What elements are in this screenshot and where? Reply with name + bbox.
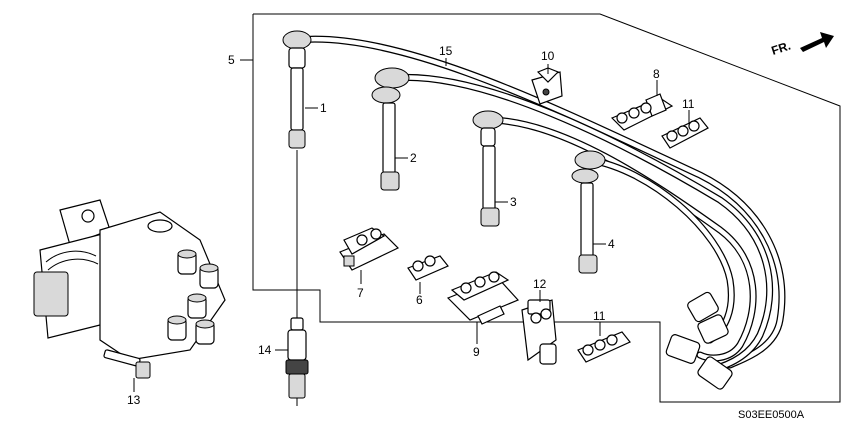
leader-lines — [133, 58, 690, 392]
callout-11-lower: 11 — [593, 309, 606, 323]
clamp-12 — [521, 299, 557, 365]
ignition-wire-4 — [571, 150, 606, 274]
ignition-wire-1 — [282, 30, 312, 318]
callout-1: 1 — [320, 101, 327, 115]
holder-11-upper — [661, 117, 709, 149]
holder-11-lower — [577, 331, 631, 363]
diagram-code: S03EE0500A — [738, 409, 805, 421]
callout-15: 15 — [439, 44, 453, 58]
bolt-13 — [103, 349, 151, 379]
distributor — [33, 199, 226, 361]
clamp-10 — [531, 67, 563, 105]
callout-2: 2 — [410, 151, 417, 165]
callout-10: 10 — [541, 49, 555, 63]
callout-9: 9 — [473, 345, 480, 359]
callout-7: 7 — [357, 286, 364, 300]
callout-6: 6 — [416, 293, 423, 307]
spark-plug — [285, 317, 309, 406]
callout-3: 3 — [510, 195, 517, 209]
callout-5: 5 — [228, 53, 235, 67]
ignition-wire-2 — [371, 67, 410, 191]
callout-11-upper: 11 — [682, 97, 695, 111]
ignition-wire-set — [293, 35, 786, 374]
ignition-wire-3 — [472, 110, 504, 227]
callout-4: 4 — [608, 237, 615, 251]
callout-8: 8 — [653, 67, 660, 81]
bracket-9 — [446, 271, 520, 325]
front-label: FR. — [770, 39, 793, 58]
distributor-boots — [665, 291, 733, 390]
callout-labels: 1 2 3 4 5 6 7 8 9 10 11 11 12 13 14 15 — [127, 44, 695, 407]
arrow-icon — [800, 32, 834, 52]
callout-13: 13 — [127, 393, 141, 407]
kit-boundary — [240, 13, 841, 403]
holder-7 — [339, 227, 400, 271]
front-indicator: FR. — [770, 32, 834, 58]
holder-6 — [407, 255, 449, 281]
holder-8 — [610, 93, 674, 131]
callout-12: 12 — [533, 277, 547, 291]
callout-14: 14 — [258, 343, 272, 357]
